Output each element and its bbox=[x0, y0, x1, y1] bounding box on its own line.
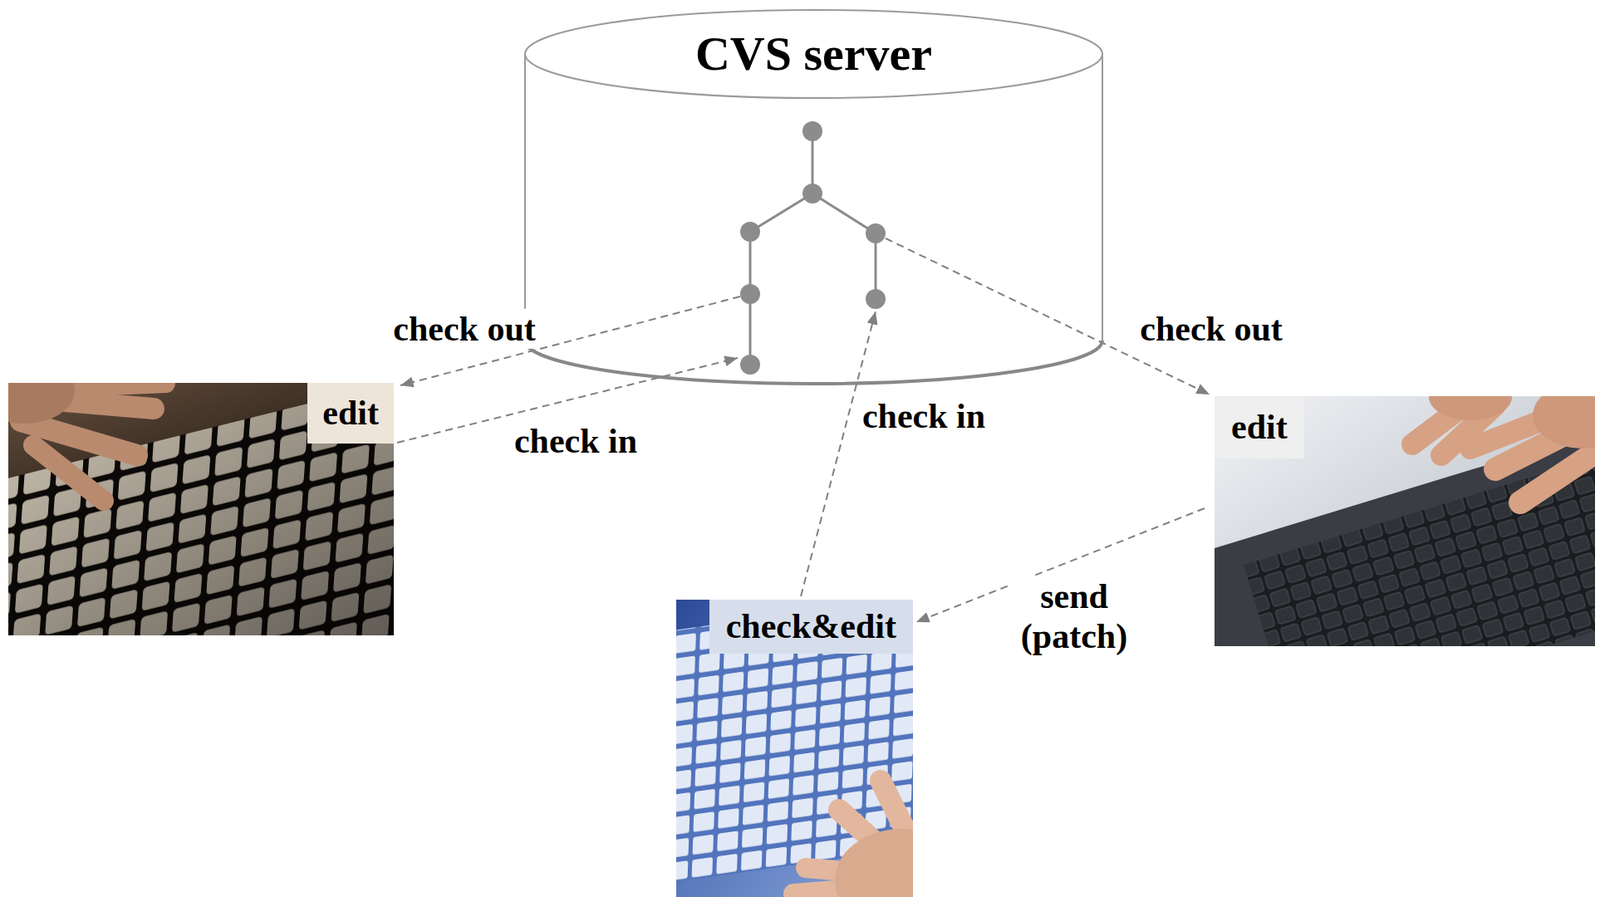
edge-label: check out bbox=[1136, 309, 1286, 349]
tree-branch bbox=[750, 131, 876, 365]
server-cylinder: CVS server bbox=[523, 8, 1105, 387]
edge-label: check in bbox=[858, 396, 989, 437]
edge-label: check out bbox=[389, 309, 540, 349]
keyboard-photo bbox=[1214, 396, 1596, 647]
edge-label: send (patch) bbox=[1008, 576, 1140, 658]
workstation-photo: edit bbox=[1214, 396, 1596, 647]
action-label: edit bbox=[307, 382, 394, 444]
edge-label: check in bbox=[510, 421, 641, 462]
workstation-photo: check&edit bbox=[676, 599, 913, 897]
action-label: edit bbox=[1214, 396, 1305, 459]
keyboard-photo bbox=[8, 382, 394, 636]
workstation-photo: edit bbox=[8, 382, 394, 636]
action-label: check&edit bbox=[709, 599, 913, 654]
dashed-arrow bbox=[800, 311, 876, 597]
revision-dot bbox=[740, 121, 886, 375]
keyboard-photo bbox=[676, 599, 913, 897]
server-label: CVS server bbox=[695, 29, 933, 79]
